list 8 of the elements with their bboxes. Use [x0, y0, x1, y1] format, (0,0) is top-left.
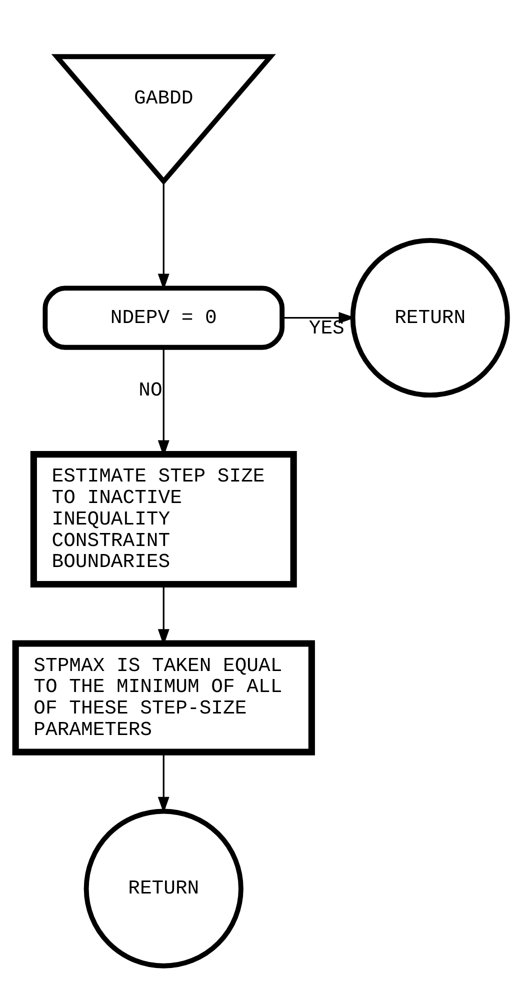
node-box: STPMAX IS TAKEN EQUAL TO THE MINIMUM OF ALL OF THESE STEP-SIZE PARAMETERS	[12, 640, 314, 756]
edge-label: NO	[138, 379, 162, 402]
node-circle: RETURN	[350, 238, 510, 398]
node-box: NDEPV = 0	[42, 286, 284, 350]
node-circle: RETURN	[83, 808, 243, 968]
arrow	[282, 312, 355, 324]
edge-label: YES	[308, 318, 344, 340]
node-box: ESTIMATE STEP SIZE TO INACTIVE INEQUALITY CONSTRAINT BOUNDARIES	[30, 451, 296, 588]
